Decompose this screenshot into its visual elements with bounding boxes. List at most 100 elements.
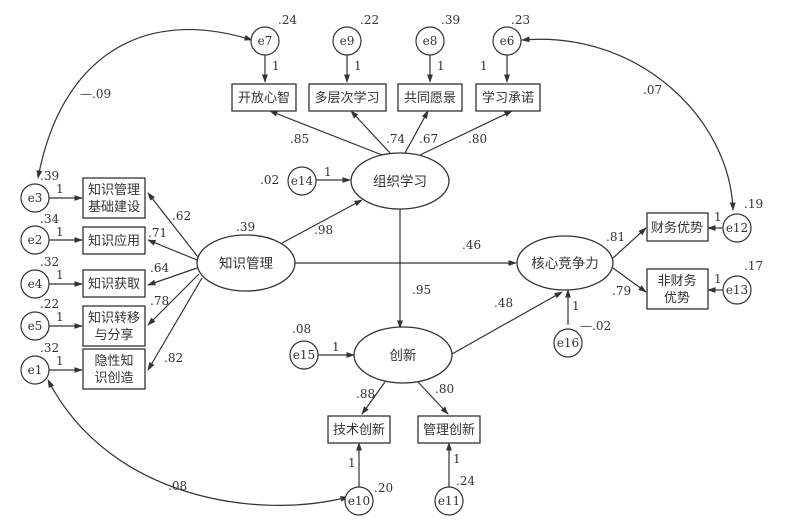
var-e6: .23: [511, 13, 530, 27]
indicator-in1: 技术创新: [327, 415, 391, 444]
indicator-cc2: 非财务 优势: [646, 268, 709, 310]
loading-km5: [147, 277, 203, 371]
var-e12: .19: [744, 197, 763, 211]
var-e2: .34: [40, 212, 59, 226]
weight-e10: 1: [348, 456, 356, 470]
svg-text:优势: 优势: [664, 290, 690, 306]
covariance-e6-e12: [521, 36, 736, 211]
svg-text:e11: e11: [438, 494, 460, 508]
weight-e3: 1: [56, 182, 64, 196]
error-e6: e6: [492, 26, 522, 56]
svg-text:与分享: 与分享: [94, 327, 133, 343]
weight-e12: 1: [714, 210, 722, 224]
loading-label-cc2: .79: [612, 284, 631, 298]
indicator-km1: 知识管理 基础建设: [82, 177, 146, 219]
latent-ol: 组织学习: [350, 152, 450, 210]
svg-text:e16: e16: [557, 336, 579, 350]
error-e12: e12: [722, 213, 752, 243]
svg-text:知识管理: 知识管理: [88, 182, 140, 198]
loading-in1: [361, 381, 386, 415]
weight-e5: 1: [56, 310, 64, 324]
path-label-inno-cc: .48: [494, 296, 513, 310]
svg-text:e12: e12: [726, 221, 748, 235]
covariance-e1-e10: [47, 379, 349, 506]
svg-text:知识管理: 知识管理: [219, 255, 273, 272]
svg-text:e2: e2: [28, 233, 43, 247]
cov-label-e7-e3: —.09: [80, 87, 111, 101]
loading-km1: [147, 192, 199, 258]
error-e16: e16: [553, 328, 583, 358]
indicator-ol3: 共同愿景: [397, 83, 463, 112]
svg-text:e3: e3: [28, 191, 43, 205]
loading-km3: [147, 267, 198, 286]
path-label-km-cc: .46: [462, 238, 481, 252]
var-e8: .39: [441, 13, 460, 27]
var-e9: .22: [360, 13, 379, 27]
loading-in2: [417, 381, 449, 415]
svg-text:e8: e8: [423, 34, 438, 48]
svg-text:识创造: 识创造: [94, 371, 133, 386]
weight-e6: 1: [480, 59, 488, 73]
loading-label-in2: .80: [435, 382, 454, 396]
loading-label-ol3: .67: [419, 132, 438, 146]
error-e3: e3: [20, 183, 50, 213]
error-e1: e1: [20, 355, 50, 385]
cov-label-e6-e12: .07: [643, 83, 662, 97]
svg-text:隐性知: 隐性知: [94, 353, 133, 369]
var-e16: —.02: [580, 319, 611, 333]
indicator-km5: 隐性知 识创造: [82, 348, 146, 390]
loading-cc2: [612, 267, 647, 293]
loading-label-cc1: .81: [606, 230, 625, 244]
indicator-km4: 知识转移 与分享: [82, 305, 146, 347]
svg-text:开放心智: 开放心智: [238, 91, 290, 106]
svg-text:创新: 创新: [390, 348, 417, 364]
r2-km: .39: [236, 220, 255, 234]
path-label-km-ol: .98: [314, 223, 333, 237]
loading-ol3: [404, 110, 429, 154]
svg-text:e7: e7: [258, 34, 273, 48]
loading-label-km3: .64: [150, 261, 169, 275]
loading-label-km4: .78: [150, 294, 169, 308]
svg-text:组织学习: 组织学习: [373, 174, 427, 190]
loading-km4: [147, 273, 200, 326]
error-e2: e2: [20, 225, 50, 255]
error-e4: e4: [20, 269, 50, 299]
indicator-in2: 管理创新: [417, 415, 481, 444]
error-e14: e14: [287, 166, 317, 196]
weight-e14: 1: [324, 165, 332, 179]
loading-ol1: [269, 110, 383, 156]
error-e15: e15: [289, 340, 319, 370]
loading-label-ol1: .85: [290, 132, 309, 146]
weight-e7: 1: [272, 59, 280, 73]
svg-text:e1: e1: [28, 363, 43, 377]
loading-km2: [147, 239, 198, 261]
loading-label-km1: .62: [172, 209, 191, 223]
path-km-ol: [281, 199, 363, 244]
svg-text:e6: e6: [500, 34, 515, 48]
var-e11: .24: [456, 474, 475, 488]
svg-text:e15: e15: [293, 348, 315, 362]
indicator-km3: 知识获取: [82, 269, 146, 298]
var-e7: .24: [278, 13, 297, 27]
weight-e11: 1: [453, 452, 461, 466]
loading-label-km5: .82: [164, 351, 183, 365]
svg-text:学习承诺: 学习承诺: [482, 90, 534, 106]
loading-label-in1: .88: [356, 387, 375, 401]
var-e14: .02: [260, 173, 279, 187]
error-e5: e5: [20, 311, 50, 341]
svg-text:e14: e14: [291, 174, 314, 188]
indicator-ol2: 多层次学习: [308, 83, 387, 112]
path-inno-cc: [451, 291, 563, 355]
svg-text:管理创新: 管理创新: [423, 422, 475, 438]
latent-inno: 创新: [353, 326, 453, 384]
error-e8: e8: [415, 26, 445, 56]
var-e10: .20: [374, 481, 393, 495]
path-label-ol-inno: .95: [412, 283, 431, 297]
indicator-km2: 知识应用: [82, 226, 146, 255]
var-e1: .32: [40, 341, 59, 355]
weight-e9: 1: [354, 59, 362, 73]
svg-text:知识获取: 知识获取: [88, 276, 140, 292]
svg-text:知识转移: 知识转移: [88, 310, 140, 326]
svg-text:多层次学习: 多层次学习: [314, 90, 379, 106]
